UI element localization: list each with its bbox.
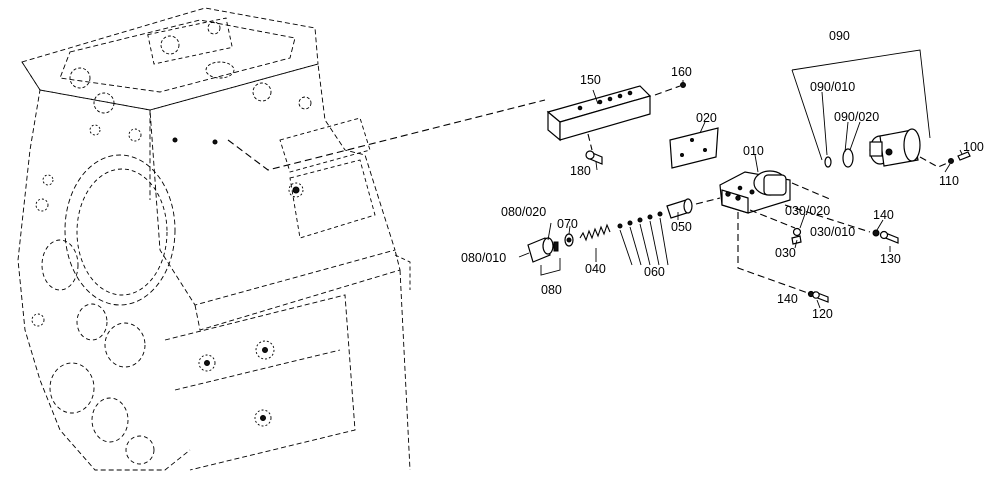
label-090-020: 090/020 (834, 110, 879, 124)
label-070: 070 (557, 217, 578, 231)
washer-140-a (872, 229, 880, 237)
label-160: 160 (671, 65, 692, 79)
part-030 (791, 227, 802, 245)
label-020: 020 (696, 111, 717, 125)
pin-160 (654, 82, 686, 96)
label-090: 090 (829, 29, 850, 43)
label-130: 130 (880, 252, 901, 266)
leader-lines (518, 80, 963, 309)
solenoid-090 (791, 49, 931, 168)
label-180: 180 (570, 164, 591, 178)
label-110: 110 (939, 174, 959, 188)
balls-060 (617, 211, 663, 229)
label-090-010: 090/010 (810, 80, 855, 94)
label-080-010: 080/010 (461, 251, 506, 265)
assembly-line-cover (227, 99, 546, 171)
label-150: 150 (580, 73, 601, 87)
label-030-020: 030/020 (785, 204, 830, 218)
plug-080 (527, 237, 559, 263)
bolt-120 (812, 291, 829, 303)
pin-110 (948, 158, 954, 164)
label-120: 120 (812, 307, 833, 321)
cover-plate-150 (546, 85, 652, 142)
part-labels: 090 090/010 090/020 100 110 150 160 180 … (461, 29, 984, 321)
gasket-020 (669, 127, 719, 169)
label-040: 040 (585, 262, 606, 276)
label-030-010: 030/010 (810, 225, 855, 239)
transmission-housing (17, 7, 411, 471)
piston-050 (666, 198, 693, 219)
label-030: 030 (775, 246, 796, 260)
label-050: 050 (671, 220, 692, 234)
label-060: 060 (644, 265, 665, 279)
spring-040 (579, 223, 611, 242)
bolt-180 (585, 150, 603, 165)
label-140-a: 140 (873, 208, 894, 222)
valve-body-010 (719, 170, 791, 214)
label-100: 100 (963, 140, 984, 154)
label-080: 080 (541, 283, 562, 297)
label-080-020: 080/020 (501, 205, 546, 219)
bolt-130 (879, 230, 899, 244)
pin-100 (957, 151, 971, 161)
oring-070 (564, 233, 574, 247)
label-140-b: 140 (777, 292, 798, 306)
label-010: 010 (743, 144, 764, 158)
